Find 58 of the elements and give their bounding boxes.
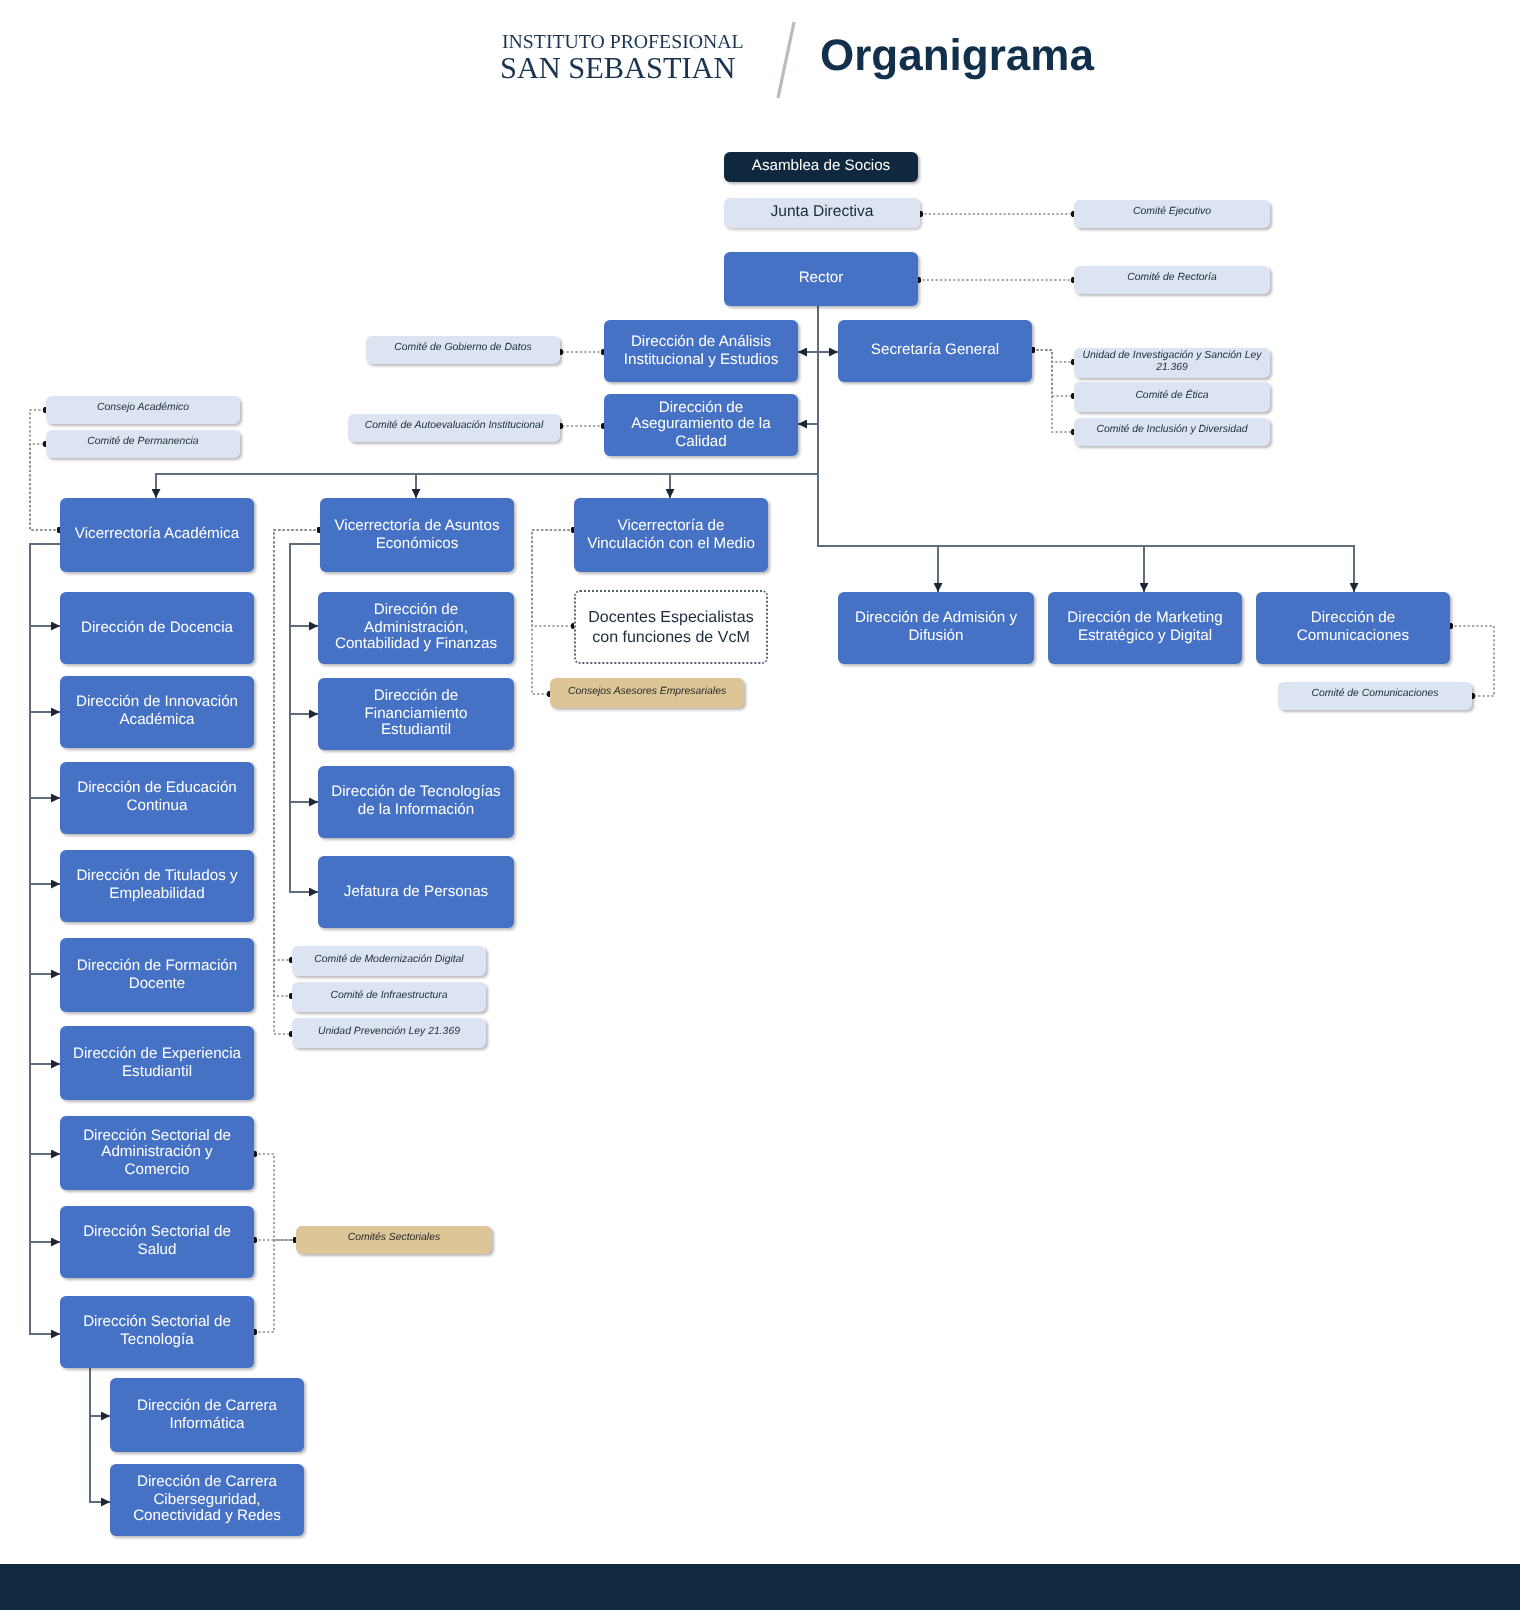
committee-box [46,396,240,424]
dotted-connector [29,440,64,534]
dotted-connector [1028,346,1078,436]
committee-box [366,336,560,364]
committee-box [1074,418,1270,446]
dotted-connector [556,348,608,356]
unit-box [574,498,768,572]
unit-box [1256,592,1450,664]
unit-box [604,320,798,382]
unit-box [1048,592,1242,664]
unit-box [318,678,514,750]
governing-box [724,152,918,182]
unit-box [318,766,514,838]
institution-name: SAN SEBASTIAN [500,54,736,86]
committee-box [1074,382,1270,412]
dotted-connector [1446,622,1495,700]
committee-box [348,414,560,442]
unit-box [60,676,254,748]
unit-box [110,1464,304,1536]
unit-box [838,592,1034,664]
dotted-outline-box [574,590,768,664]
council-box [550,678,744,708]
institution-name: INSTITUTO PROFESIONAL [502,34,744,55]
committee-box [1074,266,1270,294]
committee-box [292,982,486,1012]
committee-box [1074,348,1270,378]
unit-name: Docentes Especialistas con funciones de VcM [586,608,756,646]
page-title: Organigrama [820,30,1094,81]
unit-box [838,320,1032,382]
unit-box [60,498,254,572]
unit-box [60,762,254,834]
committee-box [1278,682,1472,710]
committee-box [1074,200,1270,228]
unit-box [60,1296,254,1368]
unit-box [724,252,918,306]
board-box [724,198,920,228]
unit-box [318,592,514,664]
unit-box [60,938,254,1012]
council-box [296,1226,492,1254]
unit-box [320,498,514,572]
unit-box [318,856,514,928]
committee-box [292,1018,486,1048]
committee-box [292,946,486,976]
dotted-connector [914,276,1078,284]
unit-box [604,394,798,456]
unit-box [60,1206,254,1278]
dotted-connector [556,422,608,430]
unit-box [60,1026,254,1100]
unit-box [110,1378,304,1452]
dotted-connector [531,526,578,698]
dotted-connector [916,210,1078,218]
unit-box [60,1116,254,1190]
committee-box [46,430,240,458]
arrow [89,1367,111,1507]
unit-box [60,592,254,664]
dotted-connector [250,1236,300,1336]
arrow [289,543,321,897]
unit-box [60,850,254,922]
